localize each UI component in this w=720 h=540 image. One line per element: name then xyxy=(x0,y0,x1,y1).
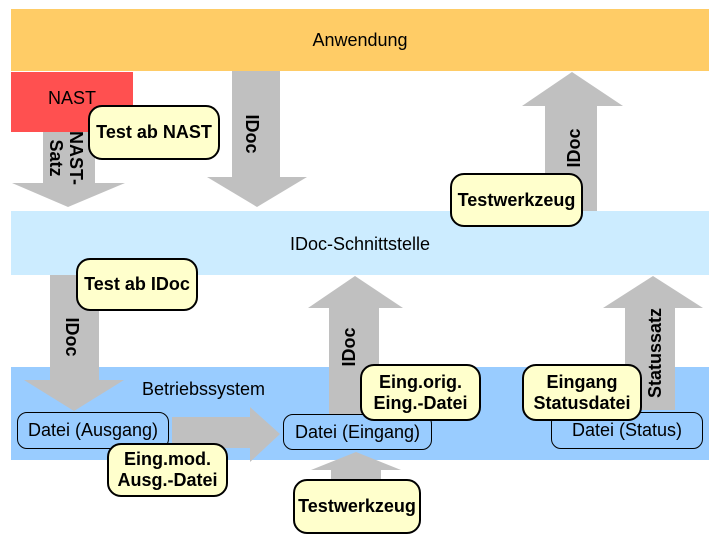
nast-satz-arrow-shaft xyxy=(43,132,95,184)
application-band: Anwendung xyxy=(11,9,709,71)
callout-test-ab-nast: Test ab NAST xyxy=(88,105,220,160)
idoc-to-os-arrow-head-down xyxy=(24,380,124,411)
idoc-from-os-arrow-head-up xyxy=(308,276,403,308)
idoc-from-app-arrow-head-down xyxy=(207,177,307,207)
nast-satz-arrow-head-down xyxy=(12,183,125,207)
nast-box-label: NAST xyxy=(47,87,96,108)
testtool-feed-arrow-head-up xyxy=(311,452,401,470)
callout-eing-orig: Eing.orig. Eing.-Datei xyxy=(360,364,481,421)
callout-testwerkzeug-bottom: Testwerkzeug xyxy=(293,479,421,534)
idoc-to-os-arrow-label: IDoc xyxy=(62,317,82,357)
idoc-interface-band-label: IDoc-Schnittstelle xyxy=(289,234,431,254)
idoc-to-app-arrow-head-up xyxy=(522,72,623,106)
application-band-label: Anwendung xyxy=(312,30,408,50)
file-box-eingang: Datei (Eingang) xyxy=(283,414,432,450)
statussatz-arrow-head-up xyxy=(603,276,703,308)
operating-system-band-label: Betriebssystem xyxy=(142,379,266,399)
file-transfer-arrow-head-right xyxy=(250,407,280,462)
idoc-from-os-arrow-label: IDoc xyxy=(339,327,359,367)
idoc-from-app-arrow-shaft xyxy=(232,71,280,177)
idoc-from-app-arrow-label: IDoc xyxy=(242,114,262,154)
nast-satz-arrow-label: NAST- Satz xyxy=(46,131,86,185)
idoc-to-app-arrow-label: IDoc xyxy=(564,128,584,168)
callout-test-ab-idoc: Test ab IDoc xyxy=(76,258,198,311)
statussatz-arrow-label: Statussatz xyxy=(645,307,665,399)
callout-testwerkzeug-top: Testwerkzeug xyxy=(450,173,583,227)
file-transfer-arrow-shaft xyxy=(172,417,250,448)
callout-eingang-statusdatei: Eingang Statusdatei xyxy=(522,364,642,421)
callout-eing-mod: Eing.mod. Ausg.-Datei xyxy=(107,443,228,497)
file-box-ausgang: Datei (Ausgang) xyxy=(17,412,169,449)
